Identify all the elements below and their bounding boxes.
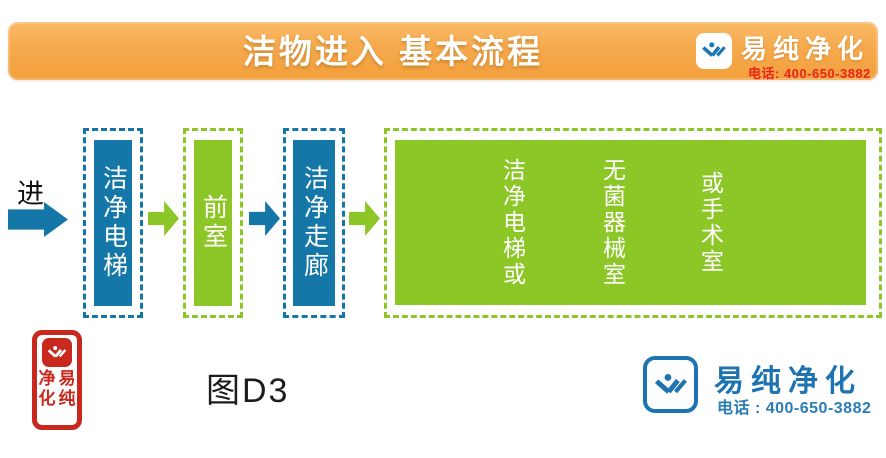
footer-phone: 电话 : 400-650-3882 [717, 400, 872, 417]
flow-node-label: 前室 [199, 194, 228, 252]
flow-node-label: 洁净电梯 [99, 165, 128, 281]
seal-logo [42, 338, 72, 367]
entry-label: 进 [17, 179, 45, 209]
flow-node-clean-corridor-box: 洁净走廊 [293, 140, 335, 306]
flow-node-front-room: 前室 [183, 128, 243, 318]
flow-node-clean-elevator: 洁净电梯 [83, 128, 143, 318]
header-brand-logo [696, 33, 732, 69]
destination-option-label: 洁净电梯或 [499, 157, 526, 288]
seal-char: 净 [38, 369, 56, 388]
page-title: 洁物进入 基本流程 [242, 33, 544, 71]
flow-node-destination: 洁净电梯或 无菌器械室 或手术室 [384, 128, 882, 318]
destination-option-label: 无菌器械室 [599, 157, 626, 288]
seal-char: 化 [38, 388, 56, 408]
flow-arrow-icon [249, 201, 280, 236]
flow-arrow-icon [148, 201, 179, 236]
figure-label: 图D3 [206, 372, 290, 410]
header-bar: 洁物进入 基本流程 易纯净化 电话: 400-650-3882 [8, 22, 878, 81]
seal-char: 纯 [58, 388, 76, 408]
destination-option-label: 或手术室 [697, 170, 724, 275]
company-seal: 净 易 化 纯 [32, 330, 82, 430]
flow-node-front-room-box: 前室 [194, 140, 232, 306]
flow-arrow-icon [349, 201, 380, 236]
flow-node-clean-elevator-box: 洁净电梯 [94, 140, 132, 306]
flow-node-clean-corridor: 洁净走廊 [283, 128, 345, 318]
footer-brand-name: 易纯净化 [714, 365, 862, 398]
seal-char: 易 [58, 369, 76, 388]
flow-node-destination-box: 洁净电梯或 无菌器械室 或手术室 [395, 140, 866, 305]
header-phone: 电话: 400-650-3882 [748, 66, 871, 81]
brand-w-icon [47, 345, 67, 358]
header-brand-name: 易纯净化 [741, 34, 870, 64]
brand-w-icon [702, 42, 726, 57]
footer-brand-logo [643, 356, 698, 413]
seal-characters: 净 易 化 纯 [37, 369, 77, 408]
flow-node-label: 洁净走廊 [300, 165, 329, 281]
brand-w-icon [654, 373, 687, 394]
